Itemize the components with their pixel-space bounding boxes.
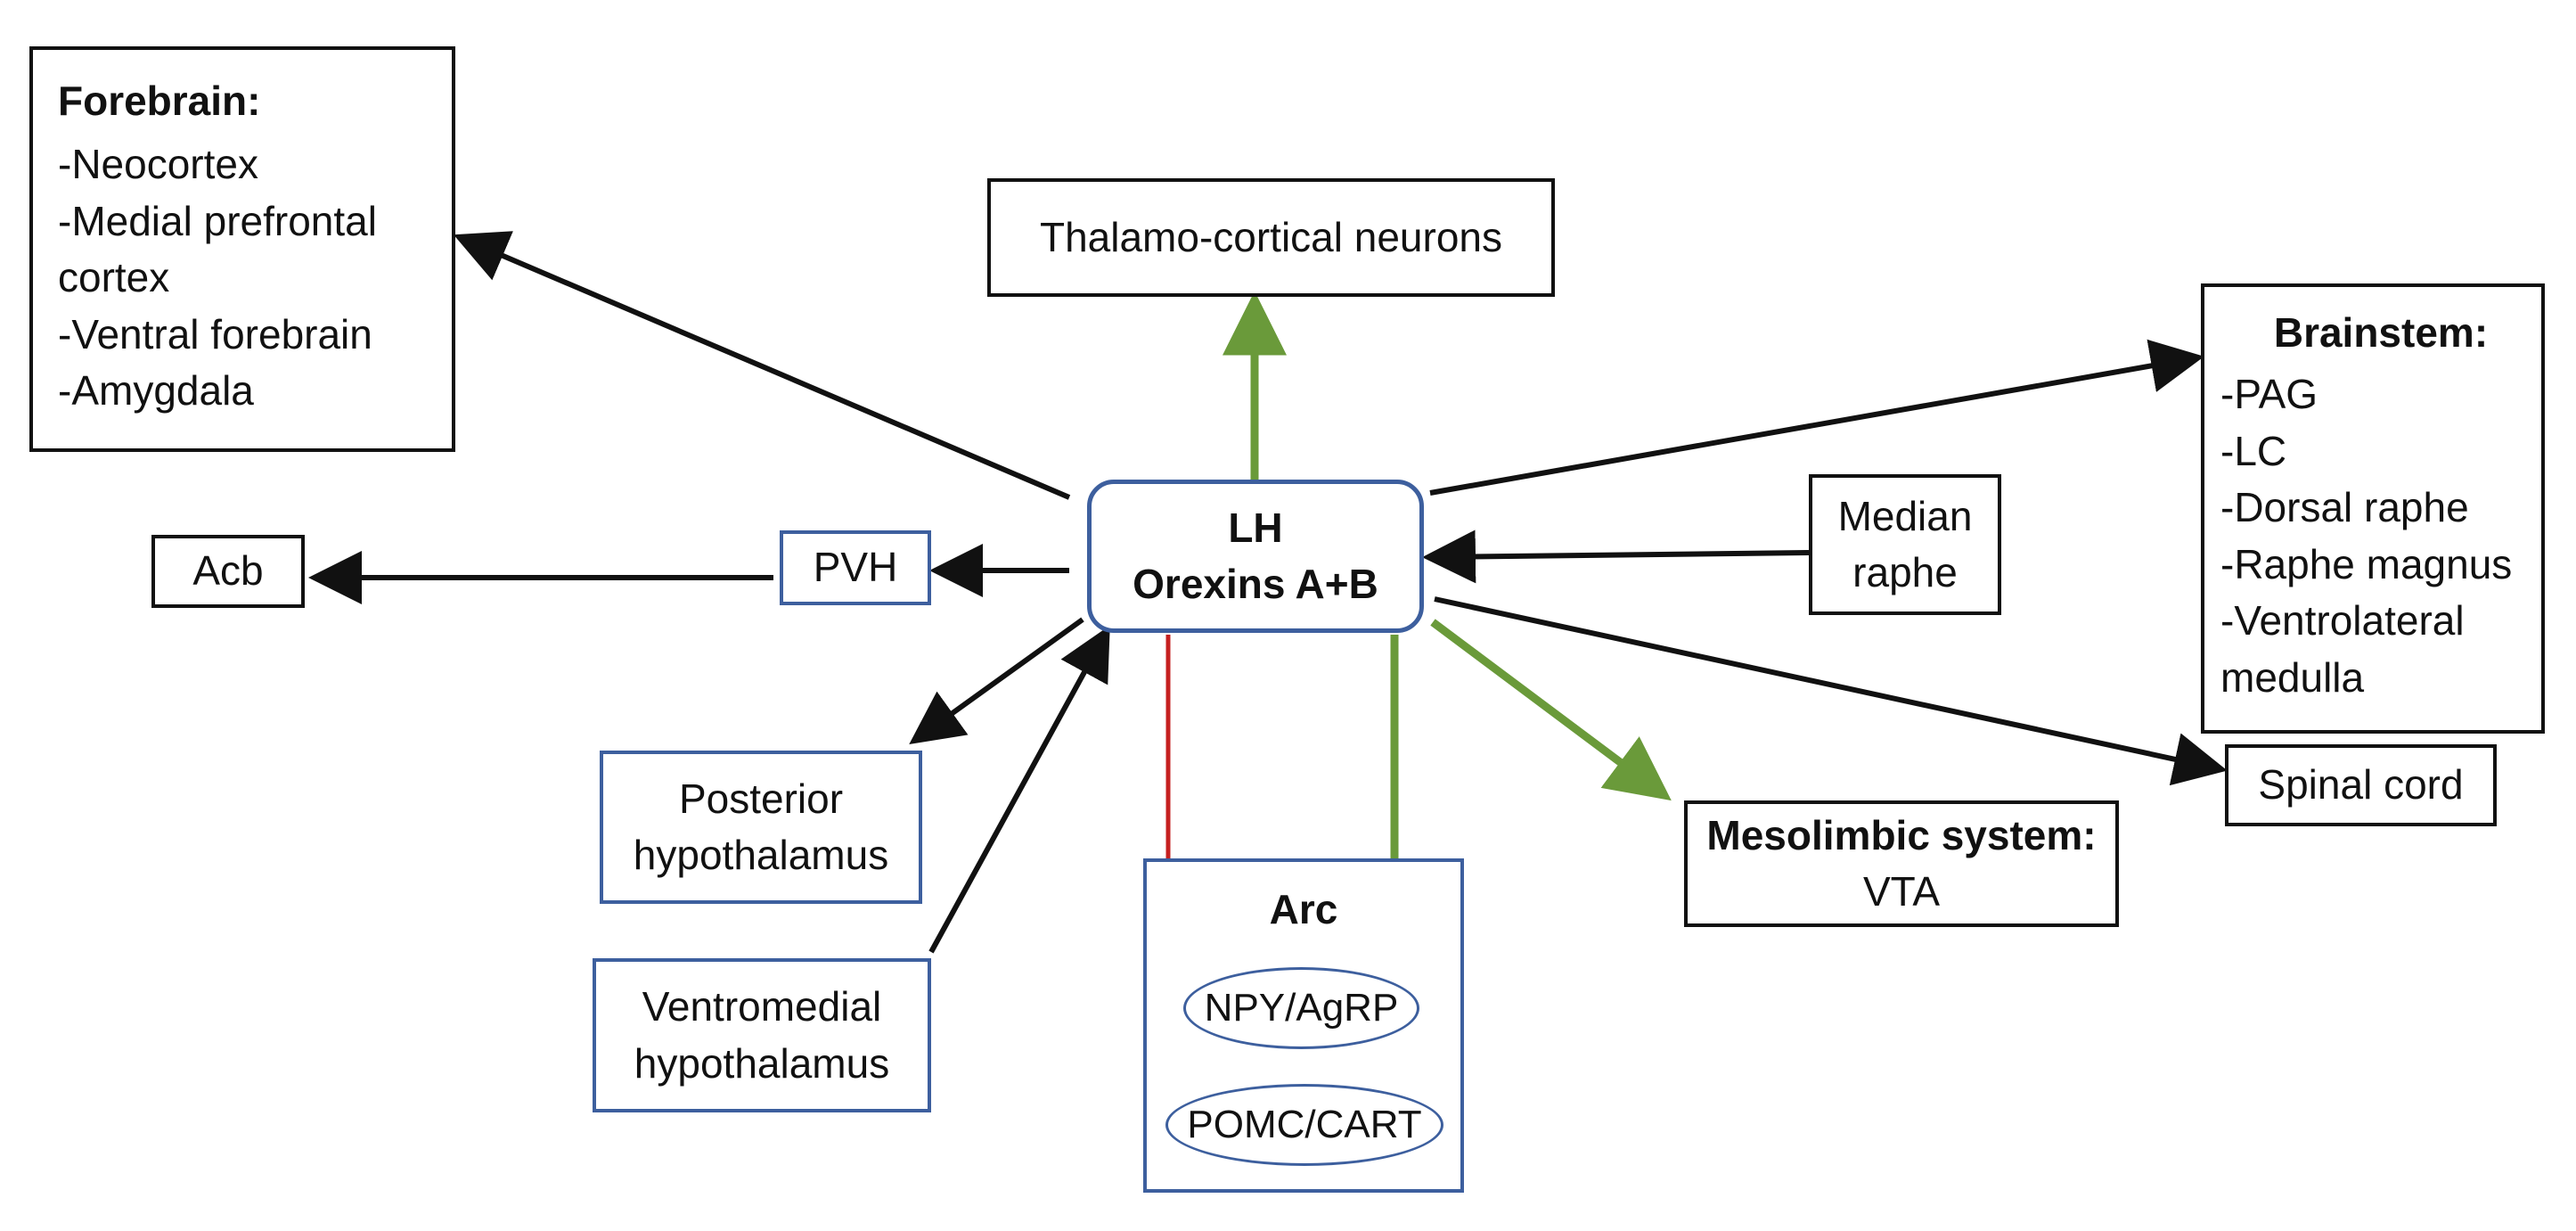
- brainstem-title: Brainstem:: [2273, 309, 2489, 356]
- npy-agrp-ellipse: NPY/AgRP: [1183, 967, 1419, 1049]
- forebrain-box: Forebrain: -Neocortex -Medial prefrontal…: [29, 46, 455, 452]
- hypothalamus-label: hypothalamus: [633, 832, 889, 878]
- lh-label: LH: [1228, 504, 1283, 551]
- brainstem-item: -LC: [2220, 427, 2287, 474]
- ventromedial-label: Ventromedial: [642, 983, 882, 1030]
- arrow-lh-to-spinal-cord: [1434, 596, 2228, 786]
- posterior-label: Posterior: [678, 775, 844, 822]
- pomc-cart-label: POMC/CART: [1187, 1102, 1422, 1146]
- npy-agrp-label: NPY/AgRP: [1204, 985, 1399, 1030]
- lh-orexins-node: LH Orexins A+B: [1087, 480, 1424, 633]
- thalamo-cortical-label: Thalamo-cortical neurons: [1039, 213, 1502, 260]
- brainstem-item: -Raphe magnus: [2220, 540, 2513, 587]
- spinal-cord-label: Spinal cord: [2258, 761, 2464, 808]
- pvh-box: PVH: [780, 530, 931, 605]
- arrow-lh-to-forebrain: [453, 231, 1071, 500]
- arrow-lh-to-mesolimbic: [1430, 619, 1672, 801]
- forebrain-title: Forebrain:: [58, 78, 261, 124]
- thalamo-cortical-box: Thalamo-cortical neurons: [987, 178, 1555, 297]
- arrow-ventromedial-to-lh: [928, 625, 1110, 954]
- median-label: Median: [1837, 492, 1973, 539]
- forebrain-item: -Ventral forebrain: [58, 310, 372, 357]
- pomc-cart-ellipse: POMC/CART: [1165, 1084, 1443, 1166]
- spinal-cord-box: Spinal cord: [2225, 744, 2497, 826]
- brainstem-item: -Dorsal raphe: [2220, 484, 2469, 531]
- arrow-lh-to-brainstem: [1429, 339, 2204, 496]
- orexins-label: Orexins A+B: [1133, 561, 1378, 607]
- forebrain-item: -Neocortex: [58, 141, 258, 188]
- raphe-label: raphe: [1852, 549, 1958, 595]
- brainstem-box: Brainstem: -PAG -LC -Dorsal raphe -Raphe…: [2201, 283, 2545, 734]
- hypothalamus-label: hypothalamus: [634, 1039, 890, 1087]
- median-raphe-box: Median raphe: [1809, 474, 2001, 615]
- mesolimbic-title: Mesolimbic system:: [1706, 811, 2097, 858]
- brainstem-item: -PAG: [2220, 371, 2318, 418]
- forebrain-item: cortex: [58, 254, 170, 301]
- brainstem-item: medulla: [2220, 653, 2365, 701]
- arc-title: Arc: [1269, 886, 1338, 932]
- forebrain-item: -Medial prefrontal: [58, 197, 377, 244]
- mesolimbic-box: Mesolimbic system: VTA: [1684, 800, 2119, 927]
- pvh-label: PVH: [813, 544, 898, 591]
- acb-label: Acb: [192, 547, 264, 595]
- forebrain-item: -Amygdala: [58, 367, 254, 414]
- vta-label: VTA: [1862, 868, 1941, 915]
- arrow-lh-to-posterior-hypothalamus: [909, 617, 1084, 745]
- acb-box: Acb: [151, 535, 305, 608]
- ventromedial-hypothalamus-box: Ventromedial hypothalamus: [593, 958, 931, 1112]
- brainstem-item: -Ventrolateral: [2220, 597, 2465, 644]
- arrow-median-raphe-to-lh: [1422, 529, 1810, 584]
- posterior-hypothalamus-box: Posterior hypothalamus: [600, 751, 922, 904]
